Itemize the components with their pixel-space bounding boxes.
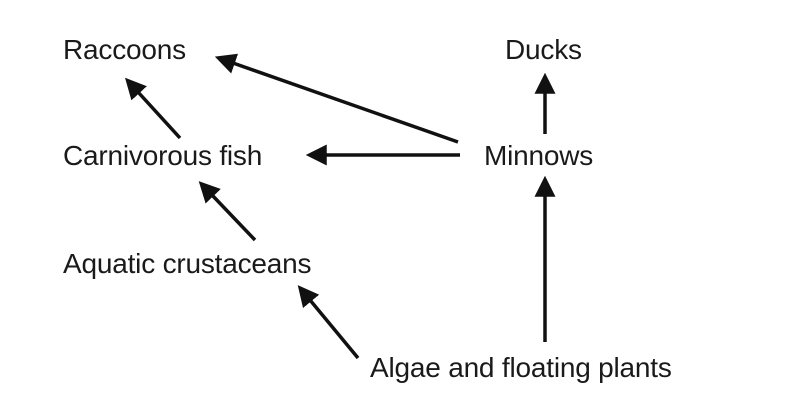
arrow-algae-to-aquatic-crustaceans	[297, 285, 360, 360]
node-aquatic-crustaceans: Aquatic crustaceans	[63, 248, 312, 279]
node-ducks: Ducks	[505, 34, 582, 65]
node-carnivorous-fish: Carnivorous fish	[63, 140, 263, 171]
arrow-minnows-to-raccoons	[214, 53, 459, 144]
node-algae-and-floating-plants: Algae and floating plants	[370, 352, 672, 383]
node-raccoons: Raccoons	[63, 34, 186, 65]
arrow-carnivorous-fish-to-raccoons	[125, 77, 182, 140]
node-minnows: Minnows	[484, 140, 594, 171]
arrow-aquatic-crustaceans-to-carnivorous-fish	[198, 181, 257, 242]
